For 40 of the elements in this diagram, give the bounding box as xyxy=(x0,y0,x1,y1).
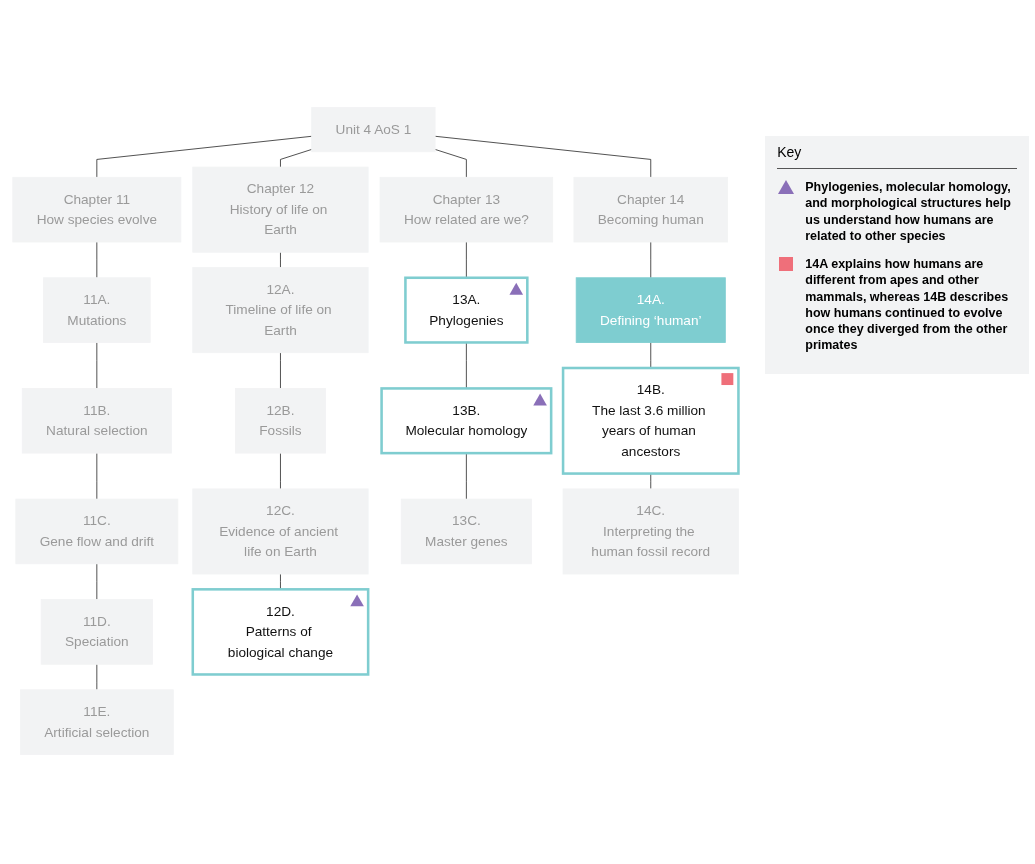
connector xyxy=(280,149,313,168)
node-box: 12A. Timeline of life on Earth xyxy=(192,267,369,354)
connector xyxy=(96,663,98,691)
node-box: 14B. The last 3.6 million years of human ancestors xyxy=(561,366,740,475)
node-box: 12B. Fossils xyxy=(235,388,326,454)
node-box: 13B. Molecular homology xyxy=(380,387,553,455)
connector xyxy=(96,452,98,500)
connector xyxy=(650,473,652,490)
node-box: 11D. Speciation xyxy=(40,599,153,665)
node-box: 12D. Patterns of biological change xyxy=(191,588,370,676)
connector xyxy=(96,342,98,389)
legend-text: 14A explains how humans are different from apes and other mammals, whereas 14B describes how humans continued to evolve once they diverged from the other primates xyxy=(805,256,1010,354)
node-box: Chapter 12 History of life on Earth xyxy=(192,166,369,253)
node-box: 13A. Phylogenies xyxy=(404,276,529,344)
key-heading: Key xyxy=(777,144,1017,169)
node-box: 14A. Defining ‘human’ xyxy=(575,277,726,343)
connector xyxy=(650,342,652,369)
node-box: 11A. Mutations xyxy=(43,277,151,343)
connector xyxy=(280,352,281,389)
node-box: 11B. Natural selection xyxy=(21,388,172,454)
connector xyxy=(434,135,652,178)
connector xyxy=(280,573,281,590)
node-box: 13C. Master genes xyxy=(400,498,532,565)
node-box: Unit 4 AoS 1 xyxy=(311,107,436,153)
connector xyxy=(280,251,281,268)
connector xyxy=(280,452,281,490)
node-box: 14C. Interpreting the human fossil record xyxy=(562,488,739,575)
node-box: Chapter 14 Becoming human xyxy=(573,176,728,243)
connector xyxy=(96,241,98,279)
connector xyxy=(650,241,652,279)
connector xyxy=(96,563,98,600)
node-box: 11E. Artificial selection xyxy=(19,689,174,755)
node-box: 11C. Gene flow and drift xyxy=(15,498,179,565)
connector xyxy=(96,135,313,178)
node-box: 12C. Evidence of ancient life on Earth xyxy=(192,488,369,575)
connector xyxy=(434,149,467,178)
legend-text: Phylogenies, molecular homology, and morphological structures help us understand how humans are related to other species xyxy=(805,179,1012,244)
connector xyxy=(465,342,467,389)
node-box: Chapter 13 How related are we? xyxy=(379,176,554,243)
node-box: Chapter 11 How species evolve xyxy=(12,176,182,243)
